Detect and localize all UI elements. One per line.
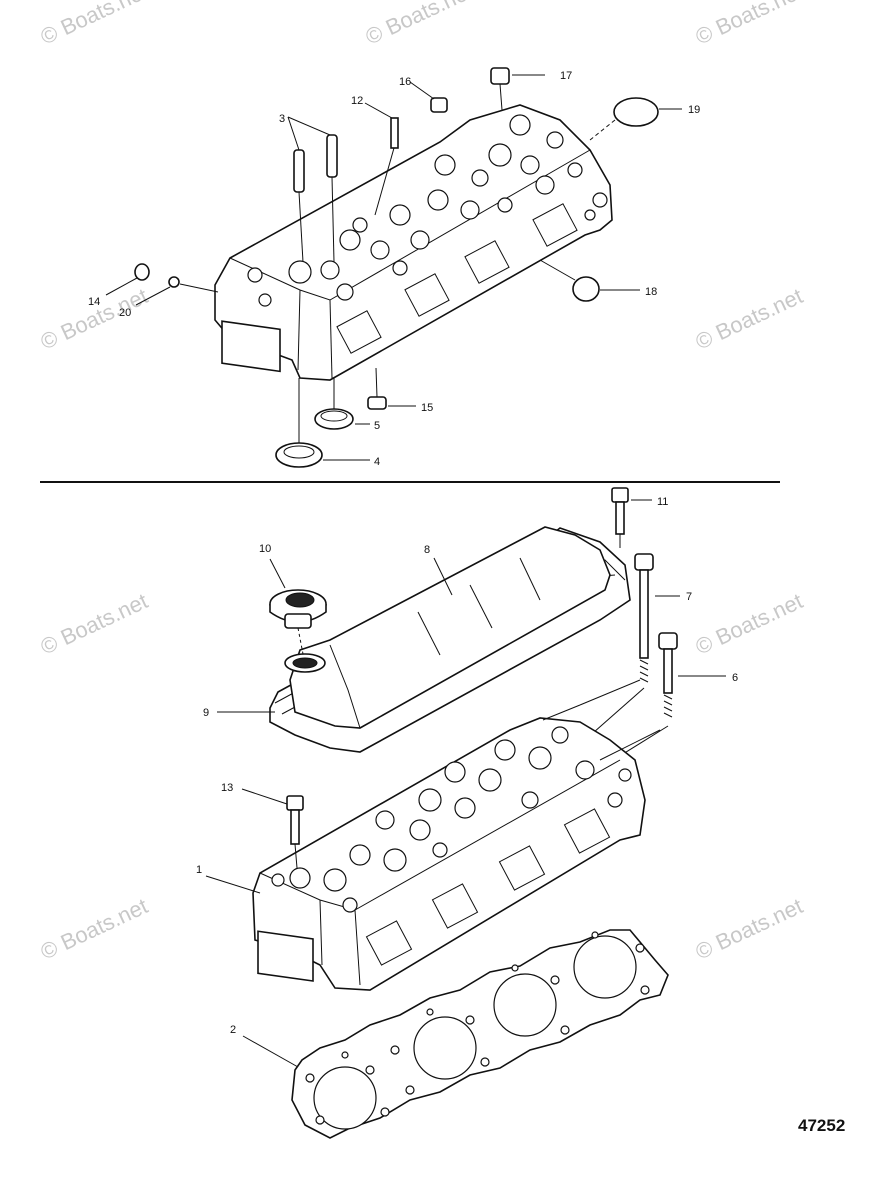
ball-20 (168, 276, 180, 288)
seal-18 (572, 276, 600, 302)
bolt-6 (658, 632, 678, 650)
watermark: © Boats.net (37, 283, 152, 354)
valve-guide (293, 149, 305, 193)
valve-cover (269, 526, 631, 753)
callout-7: 7 (686, 591, 692, 603)
oil-filler-cap (269, 589, 327, 655)
callout-15: 15 (421, 402, 433, 414)
stud (390, 117, 399, 149)
watermark: © Boats.net (362, 0, 477, 50)
callout-12: 12 (351, 95, 363, 107)
watermark: © Boats.net (692, 283, 807, 354)
callout-4: 4 (374, 456, 380, 468)
callout-10: 10 (259, 543, 271, 555)
plug-17 (490, 67, 510, 85)
seal-ring-4 (275, 442, 323, 468)
bolt-13 (286, 795, 304, 869)
callout-8: 8 (424, 544, 430, 556)
callout-1: 1 (196, 864, 202, 876)
callout-18: 18 (645, 286, 657, 298)
lower-cylinder-head (252, 717, 646, 991)
cover-bolts (584, 487, 678, 763)
callout-17: 17 (560, 70, 572, 82)
callout-16: 16 (399, 76, 411, 88)
callout-5: 5 (374, 420, 380, 432)
callout-13: 13 (221, 782, 233, 794)
callout-6: 6 (732, 672, 738, 684)
callout-3: 3 (279, 113, 285, 125)
bolt-11-shank (615, 501, 625, 535)
bolt-6-shank (663, 648, 673, 694)
lower-leaders (205, 499, 726, 1068)
lower-valve-holes (271, 726, 632, 913)
callout-19: 19 (688, 104, 700, 116)
seal-ring-5 (314, 408, 354, 430)
watermark: © Boats.net (37, 0, 152, 50)
figure-number: 47252 (798, 1116, 845, 1135)
callout-14: 14 (88, 296, 100, 308)
plug-16 (430, 97, 448, 113)
plug-15 (367, 396, 387, 410)
watermark: © Boats.net (692, 893, 807, 964)
bolt-7 (634, 553, 654, 571)
bolt-7-shank (639, 569, 649, 659)
upper-valve-holes (247, 114, 608, 307)
watermark: © Boats.net (692, 588, 807, 659)
callout-9: 9 (203, 707, 209, 719)
upper-leaders (105, 74, 682, 461)
bolt-11 (611, 487, 629, 503)
callout-11: 11 (657, 496, 668, 508)
callout-2: 2 (230, 1024, 236, 1036)
upper-small-parts (134, 67, 659, 468)
expansion-plug (613, 97, 659, 127)
watermark: © Boats.net (37, 588, 152, 659)
valve-guide (326, 134, 338, 178)
watermark: © Boats.net (692, 0, 807, 50)
head-gasket (291, 929, 669, 1139)
plug-14 (134, 263, 150, 281)
callouts: 3 12 16 17 19 18 14 20 15 5 4 11 8 10 7 … (88, 70, 738, 1036)
callout-20: 20 (119, 307, 131, 319)
watermark: © Boats.net (37, 893, 152, 964)
gasket-bolt-holes (305, 931, 650, 1125)
upper-cylinder-head (214, 104, 613, 381)
